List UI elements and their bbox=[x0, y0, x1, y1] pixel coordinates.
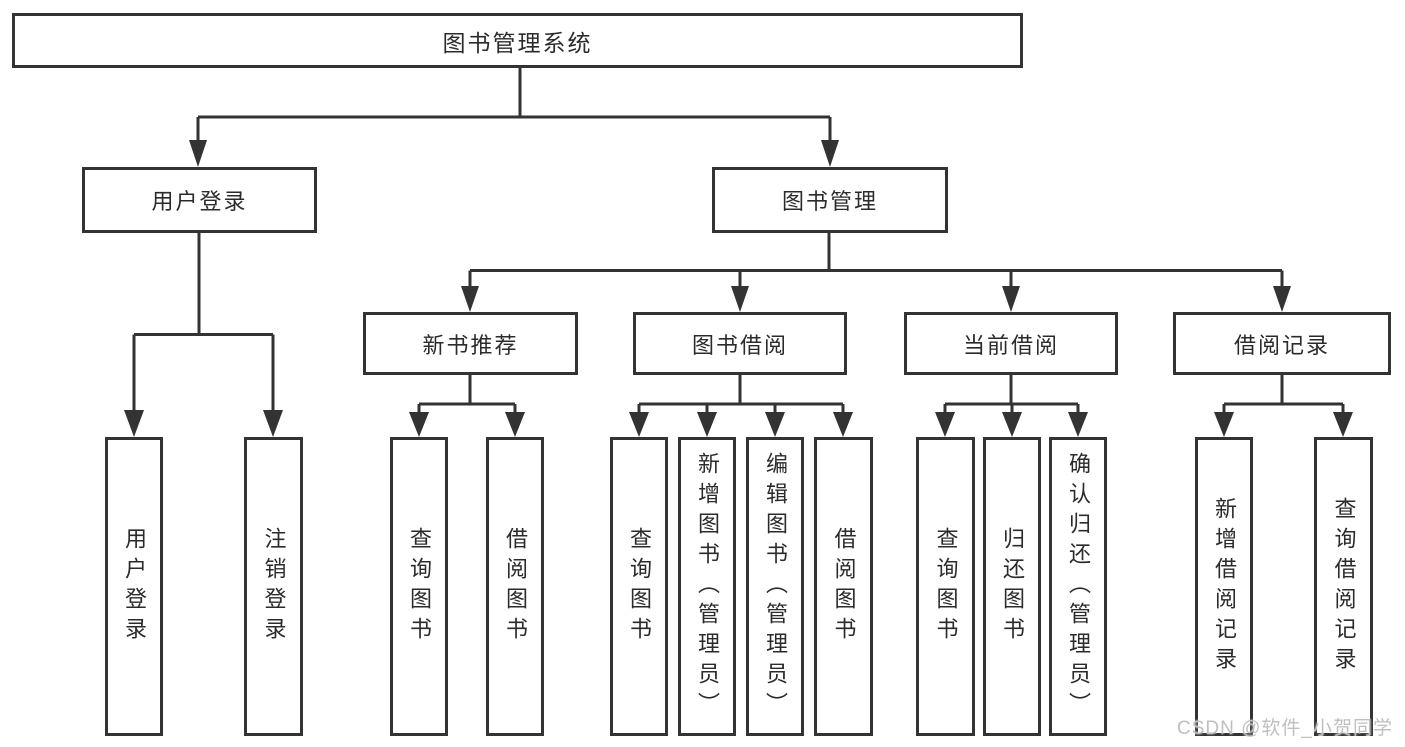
leaf-records-add-record: 新增借阅记录 bbox=[1195, 437, 1253, 736]
arrowheads-current-borrow-children bbox=[935, 412, 1088, 437]
connector-book-borrow-children bbox=[637, 375, 845, 414]
node-new-book-recommend: 新书推荐 bbox=[363, 312, 578, 375]
connector-current-borrow-children bbox=[943, 375, 1080, 414]
arrowheads-user-login-children bbox=[124, 410, 283, 437]
connector-new-book-recommend-children bbox=[417, 375, 517, 414]
leaf-current-query-books: 查询图书 bbox=[916, 437, 975, 736]
node-borrow-records: 借阅记录 bbox=[1173, 312, 1391, 375]
leaf-recommend-query-books: 查询图书 bbox=[390, 437, 448, 736]
node-book-management: 图书管理 bbox=[712, 167, 948, 233]
connector-borrow-records-children bbox=[1222, 375, 1345, 414]
node-current-borrow: 当前借阅 bbox=[904, 312, 1118, 375]
leaf-borrow-add-books-admin: 新增图书（管理员） bbox=[678, 437, 736, 736]
node-root-system: 图书管理系统 bbox=[12, 13, 1023, 68]
node-book-borrow: 图书借阅 bbox=[633, 312, 847, 375]
connector-book-management-children bbox=[468, 233, 1284, 288]
leaf-records-query-record: 查询借阅记录 bbox=[1314, 437, 1373, 736]
node-user-login: 用户登录 bbox=[82, 167, 317, 233]
connector-user-login-children bbox=[132, 233, 275, 412]
arrowheads-book-borrow-children bbox=[629, 412, 853, 437]
leaf-current-return-books: 归还图书 bbox=[983, 437, 1041, 736]
leaf-borrow-edit-books-admin: 编辑图书（管理员） bbox=[746, 437, 804, 736]
leaf-current-confirm-return-admin: 确认归还（管理员） bbox=[1049, 437, 1107, 736]
leaf-borrow-query-books: 查询图书 bbox=[610, 437, 668, 736]
connector-root-to-level2 bbox=[196, 68, 832, 142]
arrowheads-new-book-recommend-children bbox=[409, 412, 525, 437]
leaf-recommend-borrow-books: 借阅图书 bbox=[486, 437, 544, 736]
arrowheads-level2 bbox=[189, 140, 839, 167]
leaf-logout: 注销登录 bbox=[244, 437, 303, 736]
leaf-borrow-borrow-books: 借阅图书 bbox=[814, 437, 873, 736]
arrowheads-borrow-records-children bbox=[1214, 412, 1353, 437]
leaf-user-login: 用户登录 bbox=[105, 437, 163, 736]
arrowheads-level3 bbox=[461, 286, 1291, 312]
